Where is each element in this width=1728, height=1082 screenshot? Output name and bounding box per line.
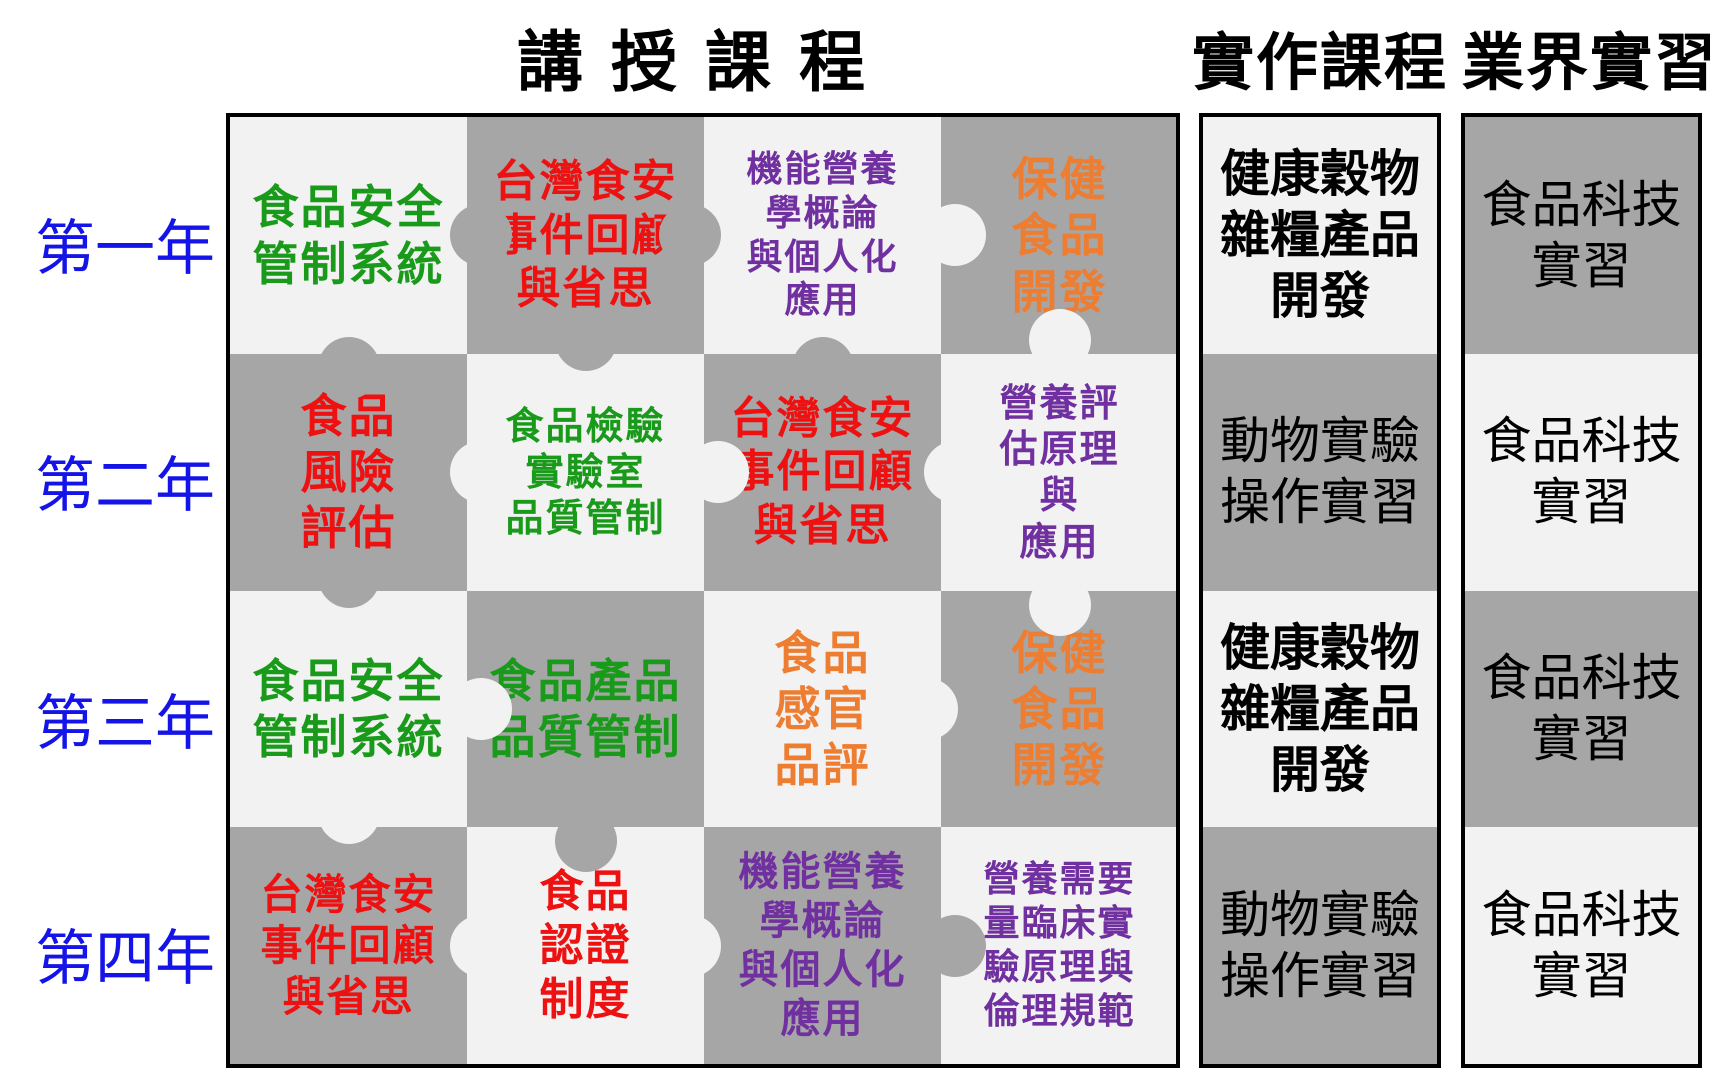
practical-course-tile: 動物實驗 操作實習	[1203, 827, 1437, 1065]
internship-tile: 食品科技 實習	[1465, 353, 1698, 591]
internship-column	[1461, 113, 1702, 1068]
practical-course-name: 動物實驗 操作實習	[1220, 885, 1420, 1005]
lecture-course-grid	[226, 113, 1180, 1068]
internship-name: 食品科技 實習	[1481, 885, 1682, 1005]
practical-course-tile: 健康穀物 雜糧產品 開發	[1203, 590, 1437, 828]
internship-tile: 食品科技 實習	[1465, 827, 1698, 1065]
practical-course-tile: 健康穀物 雜糧產品 開發	[1203, 117, 1437, 354]
year-label-2: 第二年	[35, 451, 215, 521]
lecture-courses-header: 講授課程	[517, 24, 893, 101]
practical-course-name: 健康穀物 雜糧產品 開發	[1220, 618, 1420, 799]
practical-course-name: 動物實驗 操作實習	[1220, 412, 1420, 532]
internship-name: 食品科技 實習	[1481, 412, 1682, 532]
practical-course-name: 健康穀物 雜糧產品 開發	[1220, 145, 1420, 325]
year-label-1: 第一年	[35, 214, 215, 284]
year-label-3: 第三年	[35, 689, 215, 759]
internship-name: 食品科技 實習	[1481, 175, 1682, 295]
internship-header: 業界實習	[1461, 26, 1718, 99]
practical-courses-header: 實作課程	[1191, 26, 1448, 99]
internship-name: 食品科技 實習	[1481, 649, 1682, 768]
internship-tile: 食品科技 實習	[1465, 590, 1698, 828]
practical-course-tile: 動物實驗 操作實習	[1203, 353, 1437, 591]
internship-tile: 食品科技 實習	[1465, 117, 1698, 354]
year-label-4: 第四年	[35, 924, 215, 994]
practical-course-column	[1199, 113, 1441, 1068]
